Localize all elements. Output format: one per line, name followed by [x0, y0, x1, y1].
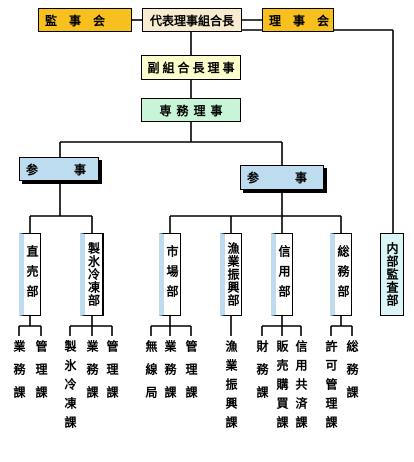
counselor-left-label: 参 事: [26, 162, 91, 177]
president-label: 代表理事組合長: [149, 13, 234, 28]
audit-board-label: 監 事 会: [45, 13, 106, 28]
section-sales-purchase: 販売購買課: [275, 340, 289, 435]
board-of-directors-box[interactable]: 理 事 会: [262, 8, 334, 32]
counselor-left-box[interactable]: 参 事: [19, 157, 99, 181]
section-radio: 無線局: [144, 340, 158, 409]
section-management-a: 管理課: [34, 340, 48, 409]
dept-credit[interactable]: 信用部: [271, 233, 293, 316]
section-general: 総務課: [345, 340, 359, 409]
managing-director-box[interactable]: 専務理事: [141, 98, 241, 122]
section-ice-freezing: 製氷冷凍課: [63, 340, 77, 435]
section-credit-mutual: 信用共済課: [294, 340, 308, 435]
dept-fishery-promotion[interactable]: 漁業振興部: [220, 233, 242, 316]
dept-market-label: 市場部: [165, 244, 179, 305]
dept-direct-sales[interactable]: 直売部: [19, 233, 41, 316]
dept-direct-sales-label: 直売部: [25, 244, 39, 305]
board-of-directors-label: 理 事 会: [269, 13, 330, 28]
vice-president-label: 副組合長理事: [147, 61, 238, 75]
internal-audit-box[interactable]: 内部監査部: [380, 233, 404, 316]
vice-president-box[interactable]: 副組合長理事: [141, 55, 241, 80]
audit-board-box[interactable]: 監 事 会: [38, 8, 132, 32]
section-business-b: 業務課: [85, 340, 99, 409]
section-business-a: 業務課: [12, 340, 26, 409]
dept-credit-label: 信用部: [277, 244, 291, 305]
dept-general-affairs[interactable]: 総務部: [330, 233, 352, 316]
managing-director-label: 専務理事: [159, 103, 228, 118]
internal-audit-label: 内部監査部: [385, 242, 399, 307]
section-license: 許可管理課: [324, 340, 338, 435]
dept-fishery-promotion-label: 漁業振興部: [226, 242, 240, 307]
dept-general-affairs-label: 総務部: [336, 244, 350, 305]
section-management-c: 管理課: [184, 340, 198, 409]
dept-ice-freezing[interactable]: 製氷冷凍部: [80, 233, 104, 316]
section-finance: 財務課: [255, 340, 269, 409]
counselor-right-label: 参 事: [247, 171, 312, 185]
counselor-right-box[interactable]: 参 事: [240, 165, 324, 190]
dept-ice-freezing-label: 製氷冷凍部: [86, 242, 101, 307]
dept-market[interactable]: 市場部: [159, 233, 181, 316]
section-fishery-promotion: 漁業振興課: [224, 340, 238, 435]
section-business-c: 業務課: [163, 340, 177, 409]
president-box[interactable]: 代表理事組合長: [142, 8, 242, 32]
section-management-b: 管理課: [105, 340, 119, 409]
